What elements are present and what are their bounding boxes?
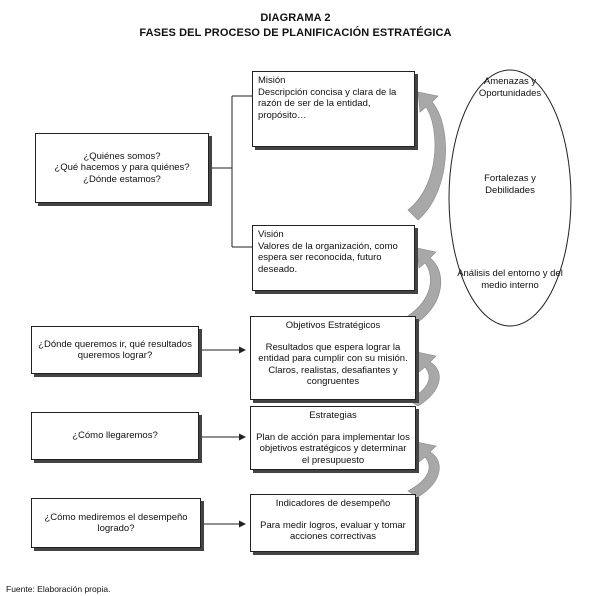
ellipse-amenazas: Amenazas y Oportunidades (478, 76, 542, 99)
box-body: Resultados que espera lograr la entidad … (258, 341, 408, 388)
source-note: Fuente: Elaboración propia. (6, 584, 111, 594)
curved-arrow-vision (407, 247, 442, 323)
box-heading: Visión (258, 229, 284, 240)
left-box-como: ¿Cómo llegaremos? (31, 412, 199, 460)
box-heading: Objetivos Estratégicos (285, 320, 381, 331)
box-mision: Misión Descripción concisa y clara de la… (252, 71, 415, 147)
box-heading: Misión (258, 75, 286, 86)
left-box-quienes: ¿Quiénes somos? ¿Qué hacemos y para quié… (35, 133, 209, 203)
box-heading: Estrategias (309, 410, 357, 421)
box-objetivos: Objetivos Estratégicos Resultados que es… (250, 316, 416, 400)
ellipse-analisis: Análisis del entorno y del medio interno (457, 268, 563, 291)
diagram-subtitle: FASES DEL PROCESO DE PLANIFICACIÓN ESTRA… (139, 27, 452, 39)
box-vision: Visión Valores de la organización, como … (252, 225, 415, 291)
ellipse-fortalezas: Fortalezas y Debilidades (484, 173, 536, 196)
box-heading: Indicadores de desempeño (275, 498, 391, 509)
left-box-text: ¿Dónde queremos ir, qué resultados quere… (38, 338, 192, 362)
left-box-text: ¿Cómo llegaremos? (72, 430, 158, 442)
left-box-text: ¿Cómo mediremos el desempeño logrado? (44, 511, 188, 535)
box-indicadores: Indicadores de desempeño Para medir logr… (250, 494, 416, 552)
left-box-mediremos: ¿Cómo mediremos el desempeño logrado? (31, 498, 201, 548)
analysis-ellipse (448, 69, 572, 327)
diagram-title: DIAGRAMA 2 (260, 12, 331, 24)
curved-arrow-estrategias (407, 441, 440, 498)
left-box-donde: ¿Dónde queremos ir, qué resultados quere… (31, 326, 199, 374)
curved-arrow-objetivos (407, 351, 440, 407)
left-box-text: ¿Quiénes somos? ¿Qué hacemos y para quié… (54, 150, 190, 185)
box-estrategias: Estrategias Plan de acción para implemen… (250, 406, 416, 470)
box-body: Plan de acción para implementar los obje… (256, 431, 410, 466)
box-body: Para medir logros, evaluar y tomar accio… (260, 519, 406, 543)
box-body: Descripción concisa y clara de la razón … (258, 86, 397, 121)
box-body: Valores de la organización, como espera … (258, 240, 398, 275)
